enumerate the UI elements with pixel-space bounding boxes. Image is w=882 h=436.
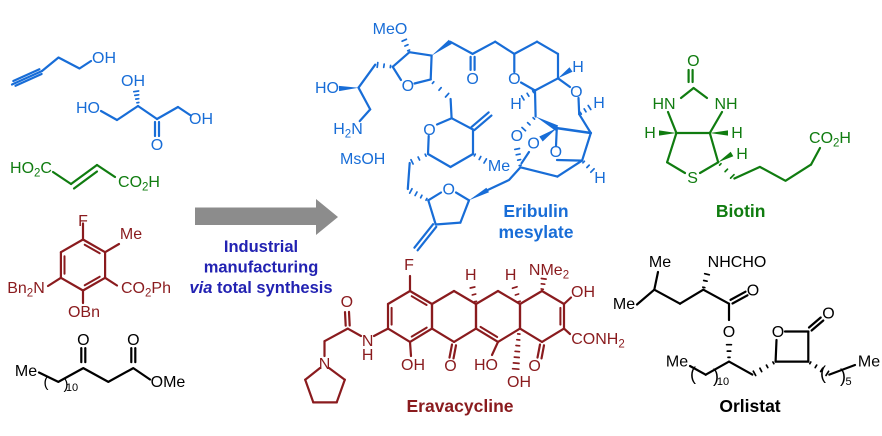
svg-text:10: 10 bbox=[66, 382, 78, 394]
svg-text:CONH2: CONH2 bbox=[571, 331, 625, 351]
svg-text:F: F bbox=[78, 213, 88, 230]
svg-text:HO2C: HO2C bbox=[10, 160, 52, 180]
svg-text:Me: Me bbox=[120, 226, 142, 243]
svg-text:H: H bbox=[593, 95, 605, 112]
svg-text:Eravacycline: Eravacycline bbox=[406, 396, 513, 416]
svg-text:Me: Me bbox=[613, 296, 635, 313]
svg-text:Orlistat: Orlistat bbox=[719, 396, 780, 416]
svg-text:NHCHO: NHCHO bbox=[708, 254, 767, 271]
svg-text:Me: Me bbox=[15, 363, 37, 380]
svg-text:H: H bbox=[510, 96, 522, 113]
svg-text:O: O bbox=[466, 71, 478, 88]
svg-text:via total synthesis: via total synthesis bbox=[189, 279, 332, 297]
svg-text:OH: OH bbox=[401, 357, 425, 374]
svg-text:H: H bbox=[594, 170, 606, 187]
svg-text:O: O bbox=[508, 71, 520, 88]
svg-text:5: 5 bbox=[845, 376, 851, 388]
svg-text:(: ( bbox=[820, 363, 826, 383]
svg-text:O: O bbox=[341, 294, 353, 311]
svg-text:O: O bbox=[151, 137, 163, 154]
svg-text:H: H bbox=[362, 347, 374, 364]
svg-text:Me: Me bbox=[858, 354, 880, 371]
svg-text:HO: HO bbox=[315, 80, 339, 97]
svg-text:O: O bbox=[444, 358, 456, 375]
svg-text:HN: HN bbox=[652, 96, 675, 113]
svg-text:Eribulin: Eribulin bbox=[503, 201, 568, 221]
svg-text:mesylate: mesylate bbox=[499, 222, 574, 242]
svg-text:NH: NH bbox=[714, 96, 737, 113]
svg-text:manufacturing: manufacturing bbox=[204, 259, 319, 277]
svg-text:F: F bbox=[404, 257, 414, 274]
svg-text:(: ( bbox=[44, 374, 49, 391]
svg-text:N: N bbox=[319, 356, 331, 373]
svg-text:H: H bbox=[736, 146, 748, 163]
svg-text:MeO: MeO bbox=[373, 21, 408, 38]
svg-text:Bn2N: Bn2N bbox=[7, 280, 45, 300]
svg-text:H: H bbox=[644, 125, 656, 142]
svg-text:Biotin: Biotin bbox=[716, 201, 766, 221]
svg-text:Me: Me bbox=[488, 158, 510, 175]
svg-text:H: H bbox=[505, 267, 517, 284]
svg-text:O: O bbox=[442, 182, 454, 199]
svg-text:O: O bbox=[723, 324, 735, 341]
svg-text:H: H bbox=[572, 59, 584, 76]
svg-text:HO: HO bbox=[474, 357, 498, 374]
svg-text:O: O bbox=[822, 306, 834, 323]
svg-text:CO2H: CO2H bbox=[809, 130, 851, 150]
svg-text:OH: OH bbox=[507, 374, 531, 391]
svg-text:O: O bbox=[511, 128, 523, 145]
svg-text:O: O bbox=[772, 324, 784, 341]
svg-text:OH: OH bbox=[92, 50, 116, 67]
svg-text:10: 10 bbox=[717, 376, 729, 388]
svg-text:OH: OH bbox=[571, 284, 595, 301]
svg-text:H: H bbox=[465, 267, 477, 284]
svg-text:Me: Me bbox=[666, 354, 688, 371]
svg-text:O: O bbox=[528, 358, 540, 375]
svg-text:CO2H: CO2H bbox=[118, 174, 160, 194]
svg-text:O: O bbox=[127, 332, 139, 349]
svg-text:OMe: OMe bbox=[151, 374, 186, 391]
svg-text:S: S bbox=[687, 170, 698, 187]
svg-text:O: O bbox=[402, 78, 414, 95]
svg-text:OH: OH bbox=[121, 73, 145, 90]
svg-text:O: O bbox=[570, 84, 582, 101]
svg-text:O: O bbox=[423, 122, 435, 139]
svg-text:OH: OH bbox=[189, 111, 213, 128]
svg-text:O: O bbox=[77, 332, 89, 349]
svg-text:Me: Me bbox=[649, 254, 671, 271]
svg-text:O: O bbox=[687, 53, 699, 70]
svg-text:O: O bbox=[747, 283, 759, 300]
svg-text:HO: HO bbox=[76, 100, 100, 117]
svg-text:MsOH: MsOH bbox=[340, 151, 385, 168]
svg-text:OBn: OBn bbox=[68, 304, 100, 321]
svg-text:O: O bbox=[527, 136, 539, 153]
svg-text:H: H bbox=[731, 125, 743, 142]
svg-text:(: ( bbox=[690, 364, 696, 384]
svg-text:Industrial: Industrial bbox=[224, 238, 298, 256]
